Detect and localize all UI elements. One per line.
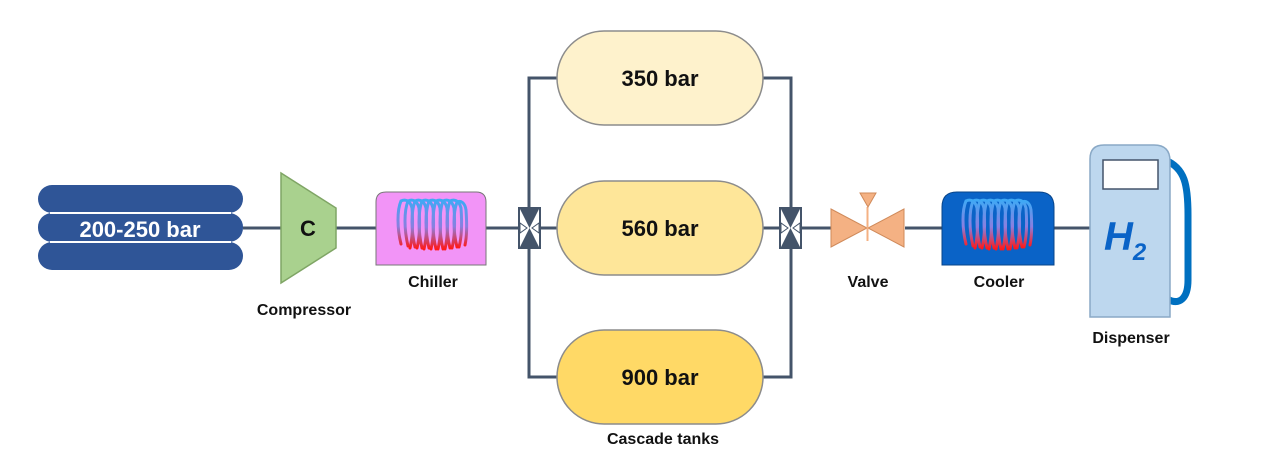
valve-label: Valve xyxy=(848,274,889,291)
tank-350-bar xyxy=(556,30,764,126)
cooler-label: Cooler xyxy=(974,274,1025,291)
supply-pressure-label: 200-250 bar xyxy=(79,217,201,242)
cooler-coil-icon xyxy=(961,198,1034,251)
valve-body-icon xyxy=(866,208,905,248)
supply-cylinder-top xyxy=(38,185,243,213)
dispenser: H2 Dispenser xyxy=(1089,144,1192,347)
cooler: Cooler xyxy=(941,191,1055,291)
valve-body-icon xyxy=(830,208,869,248)
tank-900-bar-label: 900 bar xyxy=(621,365,698,390)
valve-actuator-icon xyxy=(859,192,877,209)
dispenser-label: Dispenser xyxy=(1092,330,1169,347)
chiller: Chiller xyxy=(375,191,487,291)
dispenser-screen-icon xyxy=(1102,159,1159,190)
cascade-tanks-label: Cascade tanks xyxy=(607,431,719,448)
supply-cylinder-bottom xyxy=(38,242,243,270)
compressor-symbol: C xyxy=(300,216,316,241)
chiller-coil-icon xyxy=(396,198,469,251)
valve: Valve xyxy=(830,192,905,291)
tank-560-bar xyxy=(556,180,764,276)
compressor: C Compressor xyxy=(257,171,351,319)
tank-560-bar-label: 560 bar xyxy=(621,216,698,241)
dispenser-h2-symbol: H2 xyxy=(1104,215,1147,266)
cascade-tanks: 350 bar 560 bar 900 bar Cascade tanks xyxy=(556,30,764,448)
tank-900-bar xyxy=(556,329,764,425)
supply-storage: 200-250 bar xyxy=(38,185,243,270)
compressor-shape xyxy=(280,171,337,285)
compressor-label: Compressor xyxy=(257,302,351,319)
outlet-manifold-valve xyxy=(779,207,802,249)
dispenser-hose-icon xyxy=(1161,156,1192,305)
chiller-label: Chiller xyxy=(408,274,458,291)
inlet-manifold-valve xyxy=(518,207,541,249)
tank-350-bar-label: 350 bar xyxy=(621,66,698,91)
supply-cylinder-middle xyxy=(38,213,243,242)
